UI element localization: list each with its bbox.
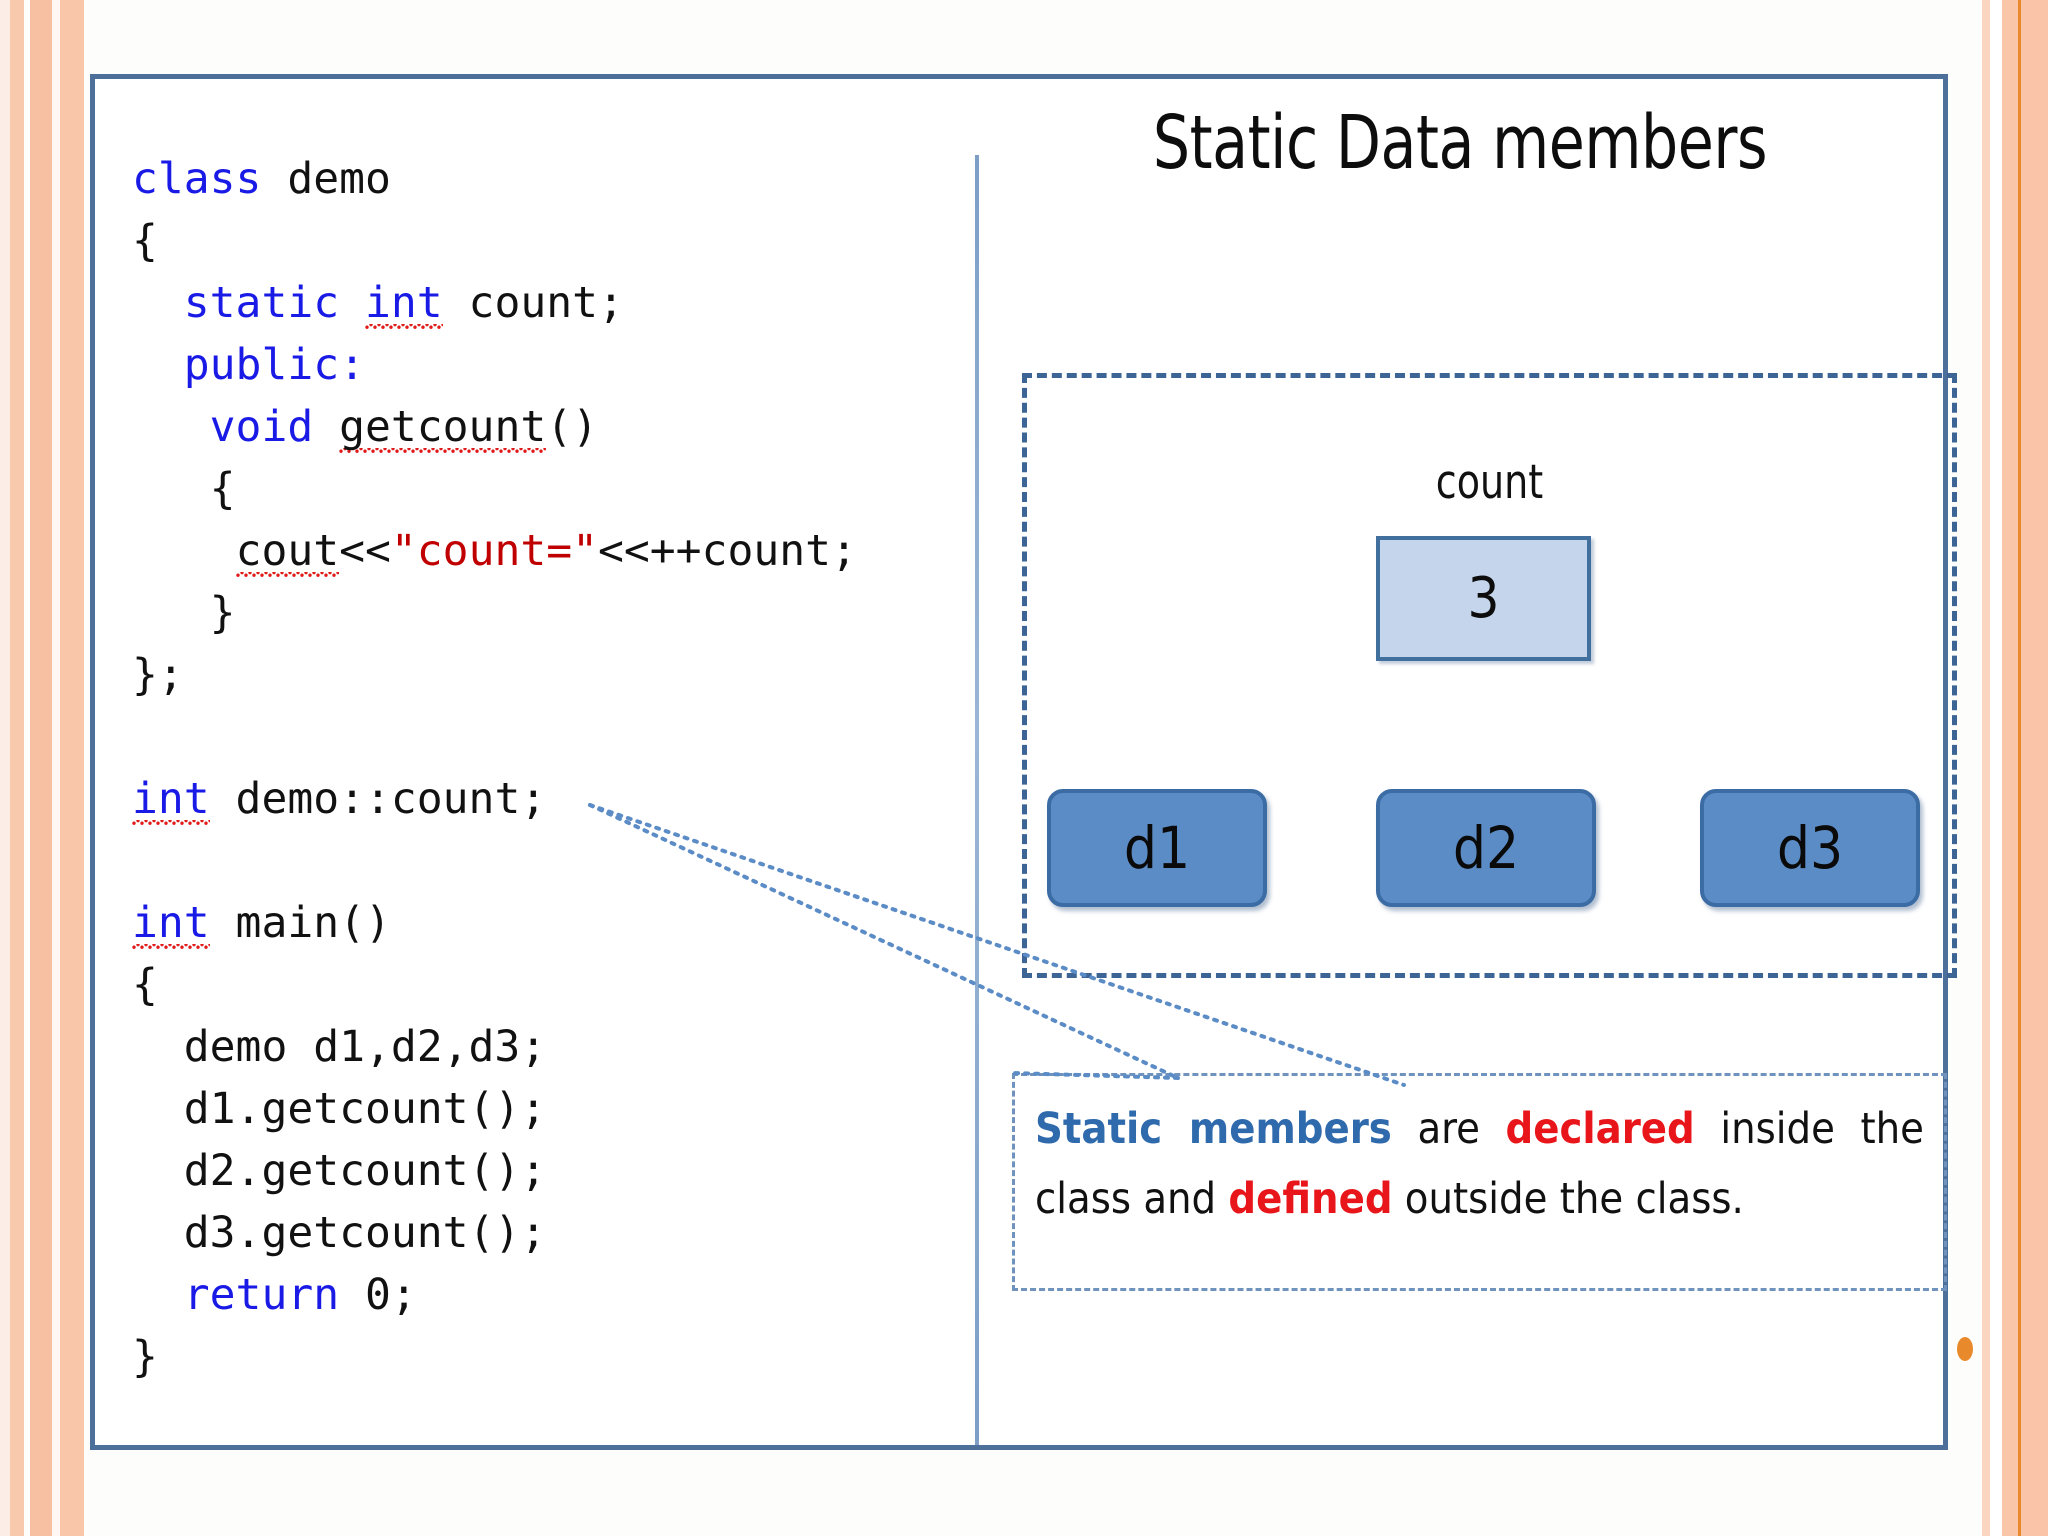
object-box-d2: d2 <box>1376 789 1596 907</box>
page-title: Static Data members <box>1152 100 1768 186</box>
code-token: cout <box>235 526 340 580</box>
class-scope-container <box>1022 373 1957 978</box>
code-line: { <box>132 458 952 520</box>
code-line: class demo <box>132 148 952 210</box>
code-token: "count=" <box>390 526 599 576</box>
code-token <box>132 836 158 886</box>
code-line: int demo::count; <box>132 768 952 830</box>
code-token: () <box>546 402 598 452</box>
explanation-note: Static members are declared inside the c… <box>1012 1073 1947 1291</box>
code-line: static int count; <box>132 272 952 334</box>
code-token: { <box>132 216 158 266</box>
panel-divider <box>975 155 979 1445</box>
code-token: main() <box>209 898 391 948</box>
code-line: return 0; <box>132 1264 952 1326</box>
code-token: << <box>339 526 391 576</box>
note-segment: are <box>1391 1104 1506 1154</box>
code-token: demo <box>287 154 391 204</box>
code-token: demo::count; <box>209 774 547 824</box>
code-line: void getcount() <box>132 396 952 458</box>
code-line: int main() <box>132 892 952 954</box>
code-token: { <box>132 464 236 514</box>
code-token: count; <box>442 278 624 328</box>
code-token: int <box>365 278 443 332</box>
code-token: } <box>132 588 236 638</box>
code-token: class <box>132 154 288 204</box>
code-line: demo d1,d2,d3; <box>132 1016 952 1078</box>
code-line: public: <box>132 334 952 396</box>
code-token: { <box>132 960 158 1010</box>
code-token: void <box>132 402 340 452</box>
code-token: : <box>339 340 365 390</box>
code-line: } <box>132 1326 952 1388</box>
code-token <box>132 526 236 576</box>
code-line: { <box>132 954 952 1016</box>
code-line: d1.getcount(); <box>132 1078 952 1140</box>
code-token: static <box>132 278 365 328</box>
static-member-label: count <box>1435 455 1544 510</box>
code-line: }; <box>132 644 952 706</box>
static-member-value-box: 3 <box>1376 536 1591 661</box>
note-segment: outside the class. <box>1392 1174 1744 1224</box>
note-segment: inside the class and <box>1035 1104 1924 1224</box>
code-token: d2.getcount(); <box>132 1146 547 1196</box>
code-token: public <box>132 340 340 390</box>
code-token: }; <box>132 650 184 700</box>
note-segment: Static members <box>1035 1104 1392 1154</box>
code-line: cout<<"count="<<++count; <box>132 520 952 582</box>
code-block: class demo { static int count; public: vo… <box>132 148 952 1388</box>
code-line: { <box>132 210 952 272</box>
code-token: demo d1,d2,d3; <box>132 1022 547 1072</box>
code-token: <<++count; <box>598 526 857 576</box>
code-line <box>132 706 952 768</box>
code-token: 0; <box>365 1270 417 1320</box>
object-box-d1: d1 <box>1047 789 1267 907</box>
note-segment: declared <box>1505 1104 1695 1154</box>
edge-accent-dot <box>1957 1337 1973 1361</box>
code-line <box>132 830 952 892</box>
code-token <box>132 712 158 762</box>
code-line: d2.getcount(); <box>132 1140 952 1202</box>
code-token: int <box>132 898 210 952</box>
left-edge-stripes <box>0 0 90 1536</box>
code-token: getcount <box>339 402 547 456</box>
code-token: return <box>132 1270 365 1320</box>
code-token: d1.getcount(); <box>132 1084 547 1134</box>
code-line: } <box>132 582 952 644</box>
code-token: } <box>132 1332 158 1382</box>
code-token: int <box>132 774 210 828</box>
object-box-d3: d3 <box>1700 789 1920 907</box>
code-token: d3.getcount(); <box>132 1208 547 1258</box>
code-line: d3.getcount(); <box>132 1202 952 1264</box>
note-segment: defined <box>1228 1174 1393 1224</box>
